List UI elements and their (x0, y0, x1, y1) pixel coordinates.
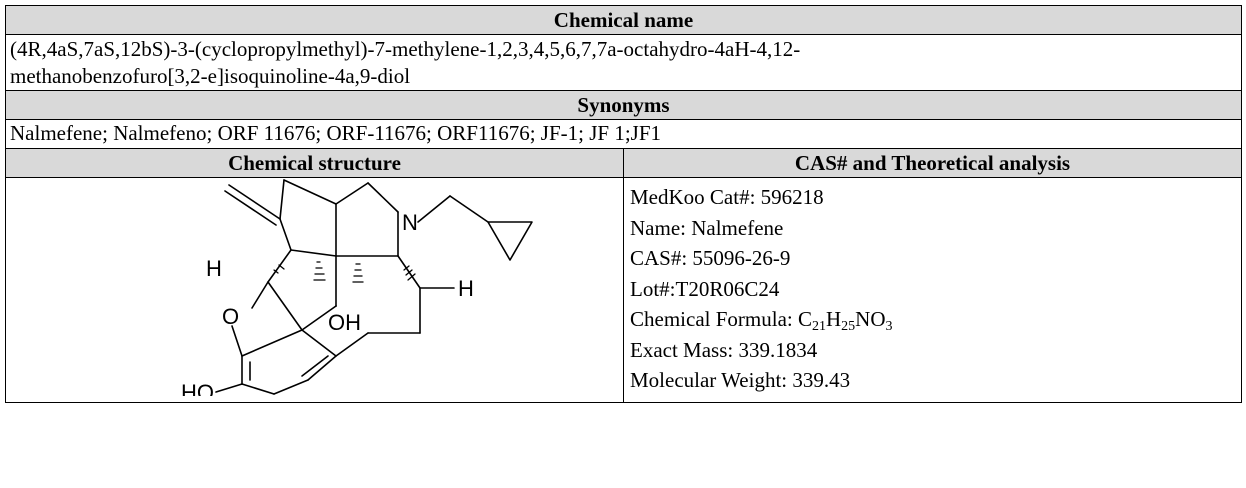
bond (279, 179, 285, 220)
lot-number: Lot#:T20R06C24 (630, 276, 780, 301)
exact-mass: Exact Mass: 339.1834 (630, 337, 818, 362)
hashed-wedge (403, 265, 416, 281)
atom-label-n: N (402, 210, 418, 235)
formula-label: Chemical Formula: (630, 307, 798, 331)
product-name: Name: Nalmefene (630, 215, 784, 240)
bond (267, 281, 303, 331)
formula-h: H (826, 307, 842, 331)
bond (335, 182, 369, 205)
synonyms-header-row: Synonyms (5, 90, 1242, 120)
bond (335, 332, 369, 357)
bond (301, 305, 337, 331)
hashed-wedge (352, 263, 364, 283)
chemical-name-line-2: methanobenzofuro[3,2-e]isoquinoline-4a,9… (10, 64, 411, 88)
chemical-structure-drawing: H N O OH H HO (181, 179, 533, 405)
bond (279, 218, 292, 251)
formula-o-count: 3 (885, 319, 893, 334)
hashed-wedge (313, 261, 326, 281)
molecular-weight: Molecular Weight: 339.43 (630, 368, 851, 392)
chemical-info-table: Chemical name (4R,4aS,7aS,12bS)-3-(cyclo… (5, 5, 1242, 405)
methylene-double-bond (224, 190, 277, 226)
bond (251, 281, 269, 309)
analysis-header: CAS# and Theoretical analysis (623, 148, 1242, 178)
bond (231, 325, 243, 357)
synonyms-row: Nalmefene; Nalmefeno; ORF 11676; ORF-116… (5, 119, 1242, 149)
structure-header: Chemical structure (5, 148, 624, 178)
bond (449, 195, 489, 223)
methylene-bond (228, 184, 281, 220)
formula-c-count: 21 (812, 319, 826, 334)
formula-h-count: 25 (841, 319, 856, 334)
structure-cell: H N O OH H HO (5, 177, 624, 405)
chemical-name-row: (4R,4aS,7aS,12bS)-3-(cyclopropylmethyl)-… (5, 34, 1242, 91)
atom-label-ho: HO (181, 380, 214, 396)
formula-c: C (797, 307, 812, 331)
product-data-sheet: Chemical name (4R,4aS,7aS,12bS)-3-(cyclo… (5, 5, 1242, 483)
synonyms-header: Synonyms (5, 90, 1242, 120)
analysis-cell: MedKoo Cat#: 596218 Name: Nalmefene CAS#… (623, 177, 1242, 403)
bond (215, 383, 243, 393)
chemical-name-line-1: (4R,4aS,7aS,12bS)-3-(cyclopropylmethyl)-… (10, 37, 801, 61)
formula-no: NO (855, 307, 886, 331)
chemical-name-header: Chemical name (5, 5, 1242, 35)
bond (290, 249, 337, 257)
chemical-name-header-row: Chemical name (5, 5, 1242, 35)
bond (241, 383, 275, 395)
atom-label-oh: OH (328, 310, 361, 335)
bond (367, 182, 399, 213)
atom-label-h-left: H (206, 256, 222, 281)
cyclopropyl-ring (487, 221, 533, 261)
chemical-name-cell: (4R,4aS,7aS,12bS)-3-(cyclopropylmethyl)-… (5, 34, 1242, 91)
synonyms-cell: Nalmefene; Nalmefeno; ORF 11676; ORF-116… (5, 119, 1242, 149)
atom-label-h-right: H (458, 276, 474, 301)
bond (307, 355, 337, 381)
bond (301, 329, 337, 357)
hashed-wedge (273, 264, 285, 274)
bond (283, 179, 337, 205)
medkoo-cat: MedKoo Cat#: 596218 (630, 185, 824, 209)
bond (417, 195, 451, 223)
chemical-formula: Chemical Formula: C21H25NO3 (630, 304, 1235, 335)
bond (273, 379, 309, 395)
bond (241, 329, 303, 357)
cas-number: CAS#: 55096-26-9 (630, 246, 791, 270)
aromatic-inner-bond (301, 355, 329, 377)
structure-analysis-row: H N O OH H HO MedKoo Cat#: 596218 Name: … (5, 177, 1242, 405)
atom-label-o: O (222, 304, 239, 329)
structure-header-row: Chemical structure CAS# and Theoretical … (5, 148, 1242, 178)
